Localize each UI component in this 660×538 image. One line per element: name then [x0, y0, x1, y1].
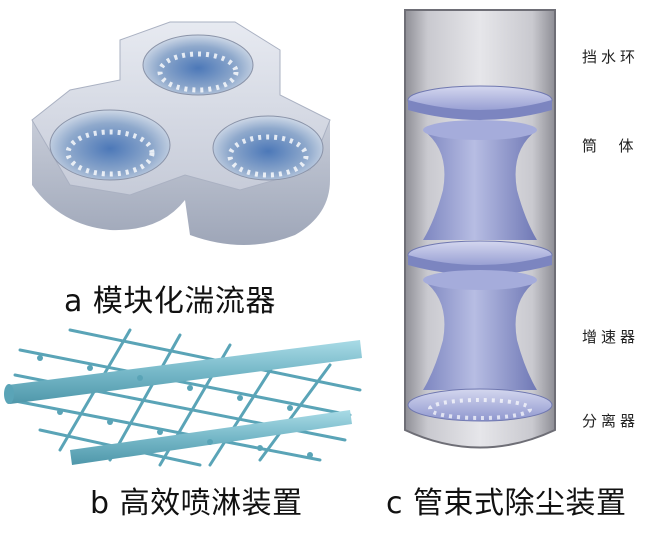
swirl-hole-top: [142, 34, 254, 96]
label-accelerator: 增速器: [582, 328, 640, 346]
spray-illustration: [4, 328, 362, 467]
cylinder-upper-top: [423, 120, 537, 140]
label-water-ring: 挡水环: [582, 48, 640, 66]
accelerator-disk: [407, 240, 553, 275]
caption-a: a 模块化湍流器: [64, 284, 276, 319]
header-pipe-end: [4, 384, 14, 404]
caption-b: b 高效喷淋装置: [90, 486, 303, 521]
swirl-hole-right: [212, 115, 324, 181]
spray-figure: [0, 320, 370, 470]
cylinder-lower-top: [423, 270, 537, 290]
water-ring: [407, 85, 553, 120]
turbulator-figure: [10, 10, 350, 270]
turbulator-illustration: [31, 21, 331, 245]
secondary-header-pipe: [70, 410, 352, 465]
cylinder-body-upper: [423, 130, 537, 240]
collector-illustration: [404, 9, 556, 449]
label-separator: 分离器: [582, 412, 640, 430]
swirl-hole-left: [49, 109, 171, 181]
main-header-pipe: [8, 340, 362, 404]
cylinder-body-lower: [423, 280, 537, 390]
separator-disk: [407, 388, 553, 422]
caption-c: c 管束式除尘装置: [386, 486, 627, 521]
spray-nozzles: [37, 355, 313, 458]
collector-figure: [395, 5, 565, 460]
label-cylinder: 筒 体: [582, 137, 638, 155]
